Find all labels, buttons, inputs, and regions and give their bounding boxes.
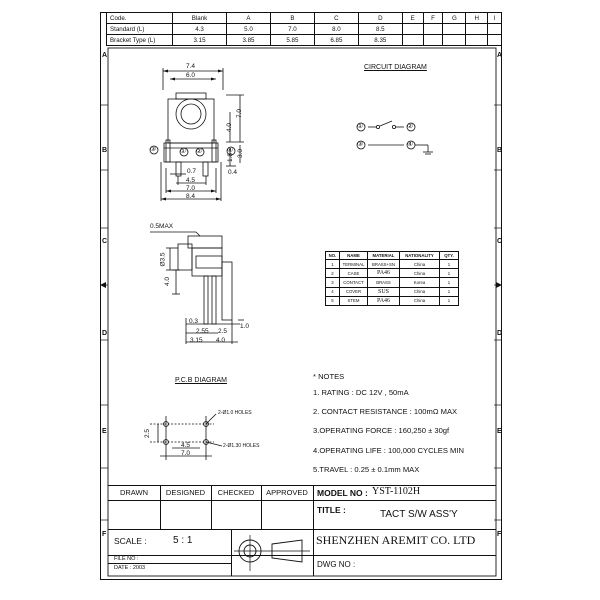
dim-label: 0.5MAX bbox=[150, 223, 174, 230]
pcb-label: 4.5 bbox=[181, 442, 191, 449]
spec-cell: 3.15 bbox=[172, 34, 227, 46]
spec-table-header: Code. Blank A B C D E F G H I bbox=[106, 12, 502, 24]
parts-cell: 1 bbox=[439, 295, 459, 306]
tb-rule bbox=[160, 485, 161, 529]
title-value: TACT S/W ASS'Y bbox=[380, 509, 458, 520]
tb-rule bbox=[108, 500, 313, 501]
dim-label: 6.0 bbox=[186, 72, 196, 79]
date-label: DATE : 2003 bbox=[114, 565, 146, 571]
zone-label-left: B bbox=[102, 147, 108, 154]
tb-rule bbox=[261, 485, 262, 529]
scale-label: SCALE : bbox=[114, 536, 147, 546]
pcb-label: 7.0 bbox=[181, 450, 191, 457]
notes-heading: * NOTES bbox=[313, 372, 345, 381]
zone-label-right: F bbox=[497, 531, 502, 538]
pin-marker: ② bbox=[196, 148, 203, 155]
spec-cell: 3.85 bbox=[225, 34, 271, 46]
tb-rule bbox=[231, 529, 232, 576]
title-label: TITLE : bbox=[317, 505, 346, 515]
tb-rule bbox=[313, 500, 496, 501]
parts-table-row: 1 TERMINAL BRASS+SN China 1 bbox=[325, 258, 459, 270]
tb-rule bbox=[108, 485, 496, 486]
circuit-diagram-title: CIRCUIT DIAGRAM bbox=[364, 64, 427, 71]
zone-label-left: A bbox=[102, 52, 108, 59]
tb-approved: APPROVED bbox=[266, 488, 308, 497]
spec-table-row: Bracket Type (L) 3.15 3.85 5.85 6.85 8.3… bbox=[106, 34, 502, 46]
pin-marker: ④ bbox=[227, 147, 234, 154]
pcb-diagram-title: P.C.B DIAGRAM bbox=[175, 377, 227, 384]
spec-cell: 6.85 bbox=[313, 34, 359, 46]
dim-label: 2.55 bbox=[196, 328, 209, 335]
spec-cell: 8.35 bbox=[357, 34, 403, 46]
dim-label: 8.4 bbox=[186, 193, 196, 200]
spec-cell bbox=[442, 34, 467, 46]
company-name: SHENZHEN AREMIT CO. LTD bbox=[316, 533, 476, 547]
tb-rule bbox=[211, 485, 212, 529]
note-item: 4.OPERATING LIFE : 100,000 CYCLES MIN bbox=[313, 446, 464, 455]
dim-label: 4.5 bbox=[186, 177, 196, 184]
pcb-label: 2-Ø1.30 HOLES bbox=[223, 443, 260, 449]
zone-label-right: E bbox=[497, 428, 502, 435]
parts-table: NO. NAME MATERIAL NATIONALITY QTY. 1 TER… bbox=[325, 251, 459, 306]
model-no-value: YST-1102H bbox=[372, 486, 421, 497]
dwg-no-label: DWG NO : bbox=[317, 560, 356, 569]
zone-label-right: B bbox=[497, 147, 503, 154]
tb-checked: CHECKED bbox=[217, 488, 255, 497]
zone-label-left: F bbox=[102, 531, 107, 538]
pin-marker: ① bbox=[180, 148, 187, 155]
zone-label-right: C bbox=[497, 238, 503, 245]
spec-cell: 5.85 bbox=[269, 34, 315, 46]
circuit-pin: ③ bbox=[357, 141, 364, 148]
dim-label: 7.0 bbox=[186, 185, 196, 192]
projection-symbol bbox=[234, 535, 310, 571]
dim-label: 2.5 bbox=[218, 328, 228, 335]
model-no-label: MODEL NO : bbox=[317, 488, 368, 498]
dim-label: 7.4 bbox=[186, 63, 196, 70]
note-item: 2. CONTACT RESISTANCE : 100mΩ MAX bbox=[313, 407, 458, 416]
dim-label: 0.4 bbox=[228, 169, 238, 176]
tb-designed: DESIGNED bbox=[165, 488, 206, 497]
zone-label-right: D bbox=[497, 330, 503, 337]
spec-cell bbox=[401, 34, 424, 46]
note-item: 1. RATING : DC 12V , 50mA bbox=[313, 388, 409, 397]
zone-label-left: C bbox=[102, 238, 108, 245]
circuit-pin: ① bbox=[357, 123, 364, 130]
circuit-pin: ② bbox=[407, 123, 414, 130]
pcb-label: 2-Ø1.0 HOLES bbox=[218, 410, 252, 416]
tb-rule bbox=[108, 563, 231, 564]
spec-cell bbox=[487, 34, 502, 46]
file-no-label: FILE NO : bbox=[114, 556, 139, 562]
note-item: 3.OPERATING FORCE : 160,250 ± 30gf bbox=[313, 426, 450, 435]
dim-label: 4.0 bbox=[216, 337, 226, 344]
tb-drawn: DRAWN bbox=[119, 488, 149, 497]
spec-table: Code. Blank A B C D E F G H I Standard (… bbox=[106, 12, 502, 46]
note-item: 5.TRAVEL : 0.25 ± 0.1mm MAX bbox=[313, 465, 420, 474]
dim-label: 1.0 bbox=[240, 323, 250, 330]
pin-marker: ③ bbox=[150, 146, 157, 153]
pcb-label: 2.5 bbox=[144, 428, 152, 439]
zone-label-right: A bbox=[497, 52, 503, 59]
zone-label-left: E bbox=[102, 428, 107, 435]
dim-label: 0.7 bbox=[187, 168, 197, 175]
tb-rule bbox=[108, 529, 496, 530]
tb-rule bbox=[313, 485, 314, 576]
dim-label: 3.15 bbox=[190, 337, 203, 344]
parts-table-row: 5 STEM PA46 China 1 bbox=[325, 295, 459, 306]
dim-label: 0.3 bbox=[189, 318, 199, 325]
circuit-pin: ④ bbox=[407, 141, 414, 148]
spec-row-label: Bracket Type (L) bbox=[106, 34, 173, 46]
zone-label-left: D bbox=[102, 330, 108, 337]
scale-value: 5 : 1 bbox=[173, 535, 193, 546]
